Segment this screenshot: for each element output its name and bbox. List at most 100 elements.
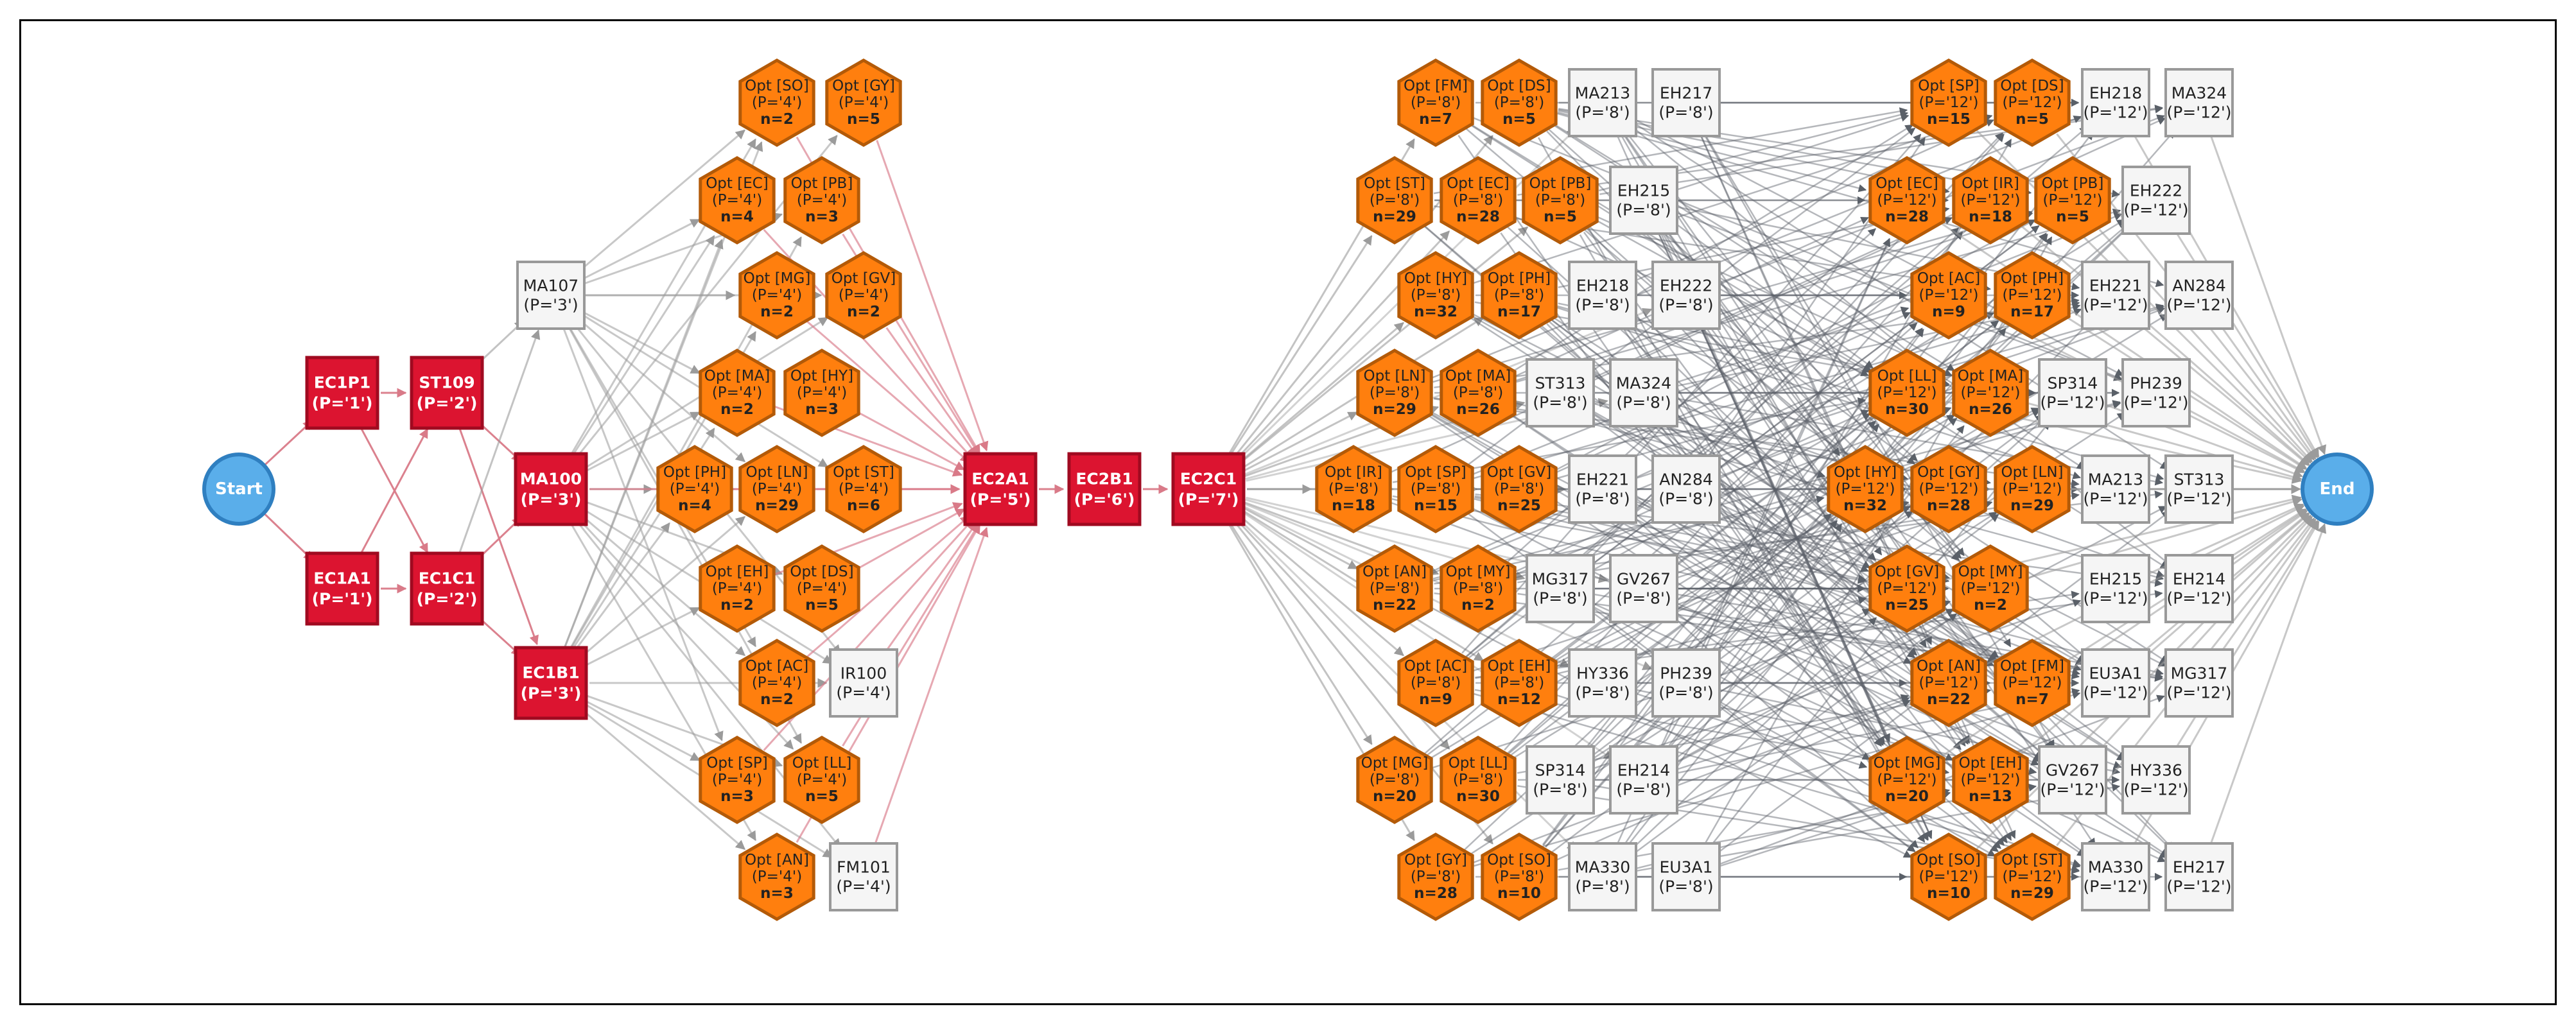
option-node[interactable]: Opt [SP](P='4')n=3 [699, 736, 776, 824]
course-node[interactable]: MA330(P='12') [2081, 842, 2150, 911]
course-node[interactable]: MA107(P='3') [516, 261, 586, 330]
option-node[interactable]: Opt [HY](P='12')n=32 [1827, 445, 1904, 533]
course-node[interactable]: EU3A1(P='12') [2081, 648, 2150, 718]
option-node[interactable]: Opt [GY](P='4')n=5 [825, 58, 902, 147]
core-node-ec1p1[interactable]: EC1P1(P='1') [305, 356, 379, 430]
course-node[interactable]: ST313(P='8') [1526, 358, 1595, 427]
option-node[interactable]: Opt [FM](P='8')n=7 [1397, 58, 1474, 147]
option-node[interactable]: Opt [AN](P='8')n=22 [1356, 544, 1433, 633]
option-node[interactable]: Opt [PB](P='8')n=5 [1522, 156, 1599, 245]
course-node[interactable]: MA213(P='8') [1568, 68, 1637, 137]
course-node[interactable]: EH214(P='8') [1609, 745, 1678, 815]
option-node[interactable]: Opt [EH](P='8')n=12 [1481, 639, 1558, 727]
option-node[interactable]: Opt [AN](P='4')n=3 [738, 833, 815, 921]
option-node[interactable]: Opt [SP](P='12')n=15 [1910, 58, 1987, 147]
option-node[interactable]: Opt [IR](P='8')n=18 [1315, 445, 1392, 533]
course-node[interactable]: FM101(P='4') [829, 842, 898, 911]
course-node[interactable]: SP314(P='12') [2038, 358, 2107, 427]
course-node[interactable]: IR100(P='4') [829, 648, 898, 718]
course-node[interactable]: SP314(P='8') [1526, 745, 1595, 815]
option-node[interactable]: Opt [MG](P='12')n=20 [1868, 736, 1945, 824]
course-node[interactable]: MA324(P='8') [1609, 358, 1678, 427]
option-node[interactable]: Opt [MY](P='12')n=2 [1952, 544, 2029, 633]
option-node[interactable]: Opt [PH](P='12')n=17 [1994, 251, 2071, 340]
option-node[interactable]: Opt [ST](P='8')n=29 [1356, 156, 1433, 245]
option-node[interactable]: Opt [EC](P='8')n=28 [1440, 156, 1517, 245]
option-node[interactable]: Opt [SO](P='8')n=10 [1481, 833, 1558, 921]
course-node[interactable]: MA213(P='12') [2081, 454, 2150, 524]
option-node[interactable]: Opt [MG](P='4')n=2 [738, 251, 815, 340]
course-node[interactable]: EH218(P='12') [2081, 68, 2150, 137]
course-node[interactable]: EH214(P='12') [2164, 554, 2234, 623]
option-node[interactable]: Opt [HY](P='4')n=3 [783, 349, 860, 437]
course-node[interactable]: MG317(P='12') [2164, 648, 2234, 718]
course-node[interactable]: HY336(P='12') [2121, 745, 2191, 815]
option-node[interactable]: Opt [GV](P='4')n=2 [825, 251, 902, 340]
option-node[interactable]: Opt [SO](P='12')n=10 [1910, 833, 1987, 921]
course-node[interactable]: GV267(P='12') [2038, 745, 2107, 815]
option-node[interactable]: Opt [MY](P='8')n=2 [1440, 544, 1517, 633]
option-node[interactable]: Opt [ST](P='12')n=29 [1994, 833, 2071, 921]
option-node[interactable]: Opt [EH](P='12')n=13 [1952, 736, 2029, 824]
course-node[interactable]: MA324(P='12') [2164, 68, 2234, 137]
core-node-ec1b1[interactable]: EC1B1(P='3') [514, 646, 588, 720]
core-node-ec1a1[interactable]: EC1A1(P='1') [305, 551, 379, 626]
course-node[interactable]: HY336(P='8') [1568, 648, 1637, 718]
course-node[interactable]: AN284(P='8') [1651, 454, 1721, 524]
start-node[interactable]: Start [202, 453, 275, 526]
end-node[interactable]: End [2301, 453, 2374, 526]
option-node[interactable]: Opt [EH](P='4')n=2 [699, 544, 776, 633]
option-node[interactable]: Opt [LN](P='12')n=29 [1994, 445, 2071, 533]
option-node[interactable]: Opt [LL](P='8')n=30 [1440, 736, 1517, 824]
option-node[interactable]: Opt [LL](P='4')n=5 [783, 736, 860, 824]
core-node-ec1c1[interactable]: EC1C1(P='2') [410, 551, 484, 626]
course-node[interactable]: EH215(P='8') [1609, 166, 1678, 235]
core-node-ec2c1[interactable]: EC2C1(P='7') [1171, 452, 1246, 526]
course-node[interactable]: MG317(P='8') [1526, 554, 1595, 623]
option-node[interactable]: Opt [DS](P='8')n=5 [1481, 58, 1558, 147]
option-node[interactable]: Opt [FM](P='12')n=7 [1994, 639, 2071, 727]
option-node[interactable]: Opt [AN](P='12')n=22 [1910, 639, 1987, 727]
course-node[interactable]: EH221(P='12') [2081, 261, 2150, 330]
course-node[interactable]: EH217(P='12') [2164, 842, 2234, 911]
option-node[interactable]: Opt [GV](P='8')n=25 [1481, 445, 1558, 533]
course-node[interactable]: ST313(P='12') [2164, 454, 2234, 524]
option-node[interactable]: Opt [PH](P='4')n=4 [656, 445, 733, 533]
option-node[interactable]: Opt [HY](P='8')n=32 [1397, 251, 1474, 340]
option-node[interactable]: Opt [ST](P='4')n=6 [825, 445, 902, 533]
option-node[interactable]: Opt [LN](P='4')n=29 [738, 445, 815, 533]
option-node[interactable]: Opt [PB](P='12')n=5 [2034, 156, 2111, 245]
option-node[interactable]: Opt [DS](P='4')n=5 [783, 544, 860, 633]
course-node[interactable]: GV267(P='8') [1609, 554, 1678, 623]
course-node[interactable]: AN284(P='12') [2164, 261, 2234, 330]
option-node[interactable]: Opt [IR](P='12')n=18 [1952, 156, 2029, 245]
option-node[interactable]: Opt [AC](P='8')n=9 [1397, 639, 1474, 727]
option-node[interactable]: Opt [AC](P='4')n=2 [738, 639, 815, 727]
option-node[interactable]: Opt [EC](P='12')n=28 [1868, 156, 1945, 245]
core-node-ec2b1[interactable]: EC2B1(P='6') [1067, 452, 1142, 526]
option-node[interactable]: Opt [MA](P='4')n=2 [699, 349, 776, 437]
option-node[interactable]: Opt [LN](P='8')n=29 [1356, 349, 1433, 437]
course-node[interactable]: MA330(P='8') [1568, 842, 1637, 911]
option-node[interactable]: Opt [LL](P='12')n=30 [1868, 349, 1945, 437]
course-node[interactable]: EH222(P='8') [1651, 261, 1721, 330]
option-node[interactable]: Opt [GV](P='12')n=25 [1868, 544, 1945, 633]
course-node[interactable]: PH239(P='8') [1651, 648, 1721, 718]
option-node[interactable]: Opt [SP](P='8')n=15 [1397, 445, 1474, 533]
course-node[interactable]: EU3A1(P='8') [1651, 842, 1721, 911]
option-node[interactable]: Opt [EC](P='4')n=4 [699, 156, 776, 245]
core-node-ma100[interactable]: MA100(P='3') [514, 452, 588, 526]
option-node[interactable]: Opt [SO](P='4')n=2 [738, 58, 815, 147]
course-node[interactable]: EH215(P='12') [2081, 554, 2150, 623]
course-node[interactable]: EH218(P='8') [1568, 261, 1637, 330]
option-node[interactable]: Opt [GY](P='8')n=28 [1397, 833, 1474, 921]
course-node[interactable]: EH221(P='8') [1568, 454, 1637, 524]
option-node[interactable]: Opt [PB](P='4')n=3 [783, 156, 860, 245]
course-node[interactable]: EH217(P='8') [1651, 68, 1721, 137]
course-node[interactable]: PH239(P='12') [2121, 358, 2191, 427]
core-node-ec2a1[interactable]: EC2A1(P='5') [963, 452, 1038, 526]
option-node[interactable]: Opt [DS](P='12')n=5 [1994, 58, 2071, 147]
core-node-st109[interactable]: ST109(P='2') [410, 356, 484, 430]
option-node[interactable]: Opt [MG](P='8')n=20 [1356, 736, 1433, 824]
option-node[interactable]: Opt [AC](P='12')n=9 [1910, 251, 1987, 340]
